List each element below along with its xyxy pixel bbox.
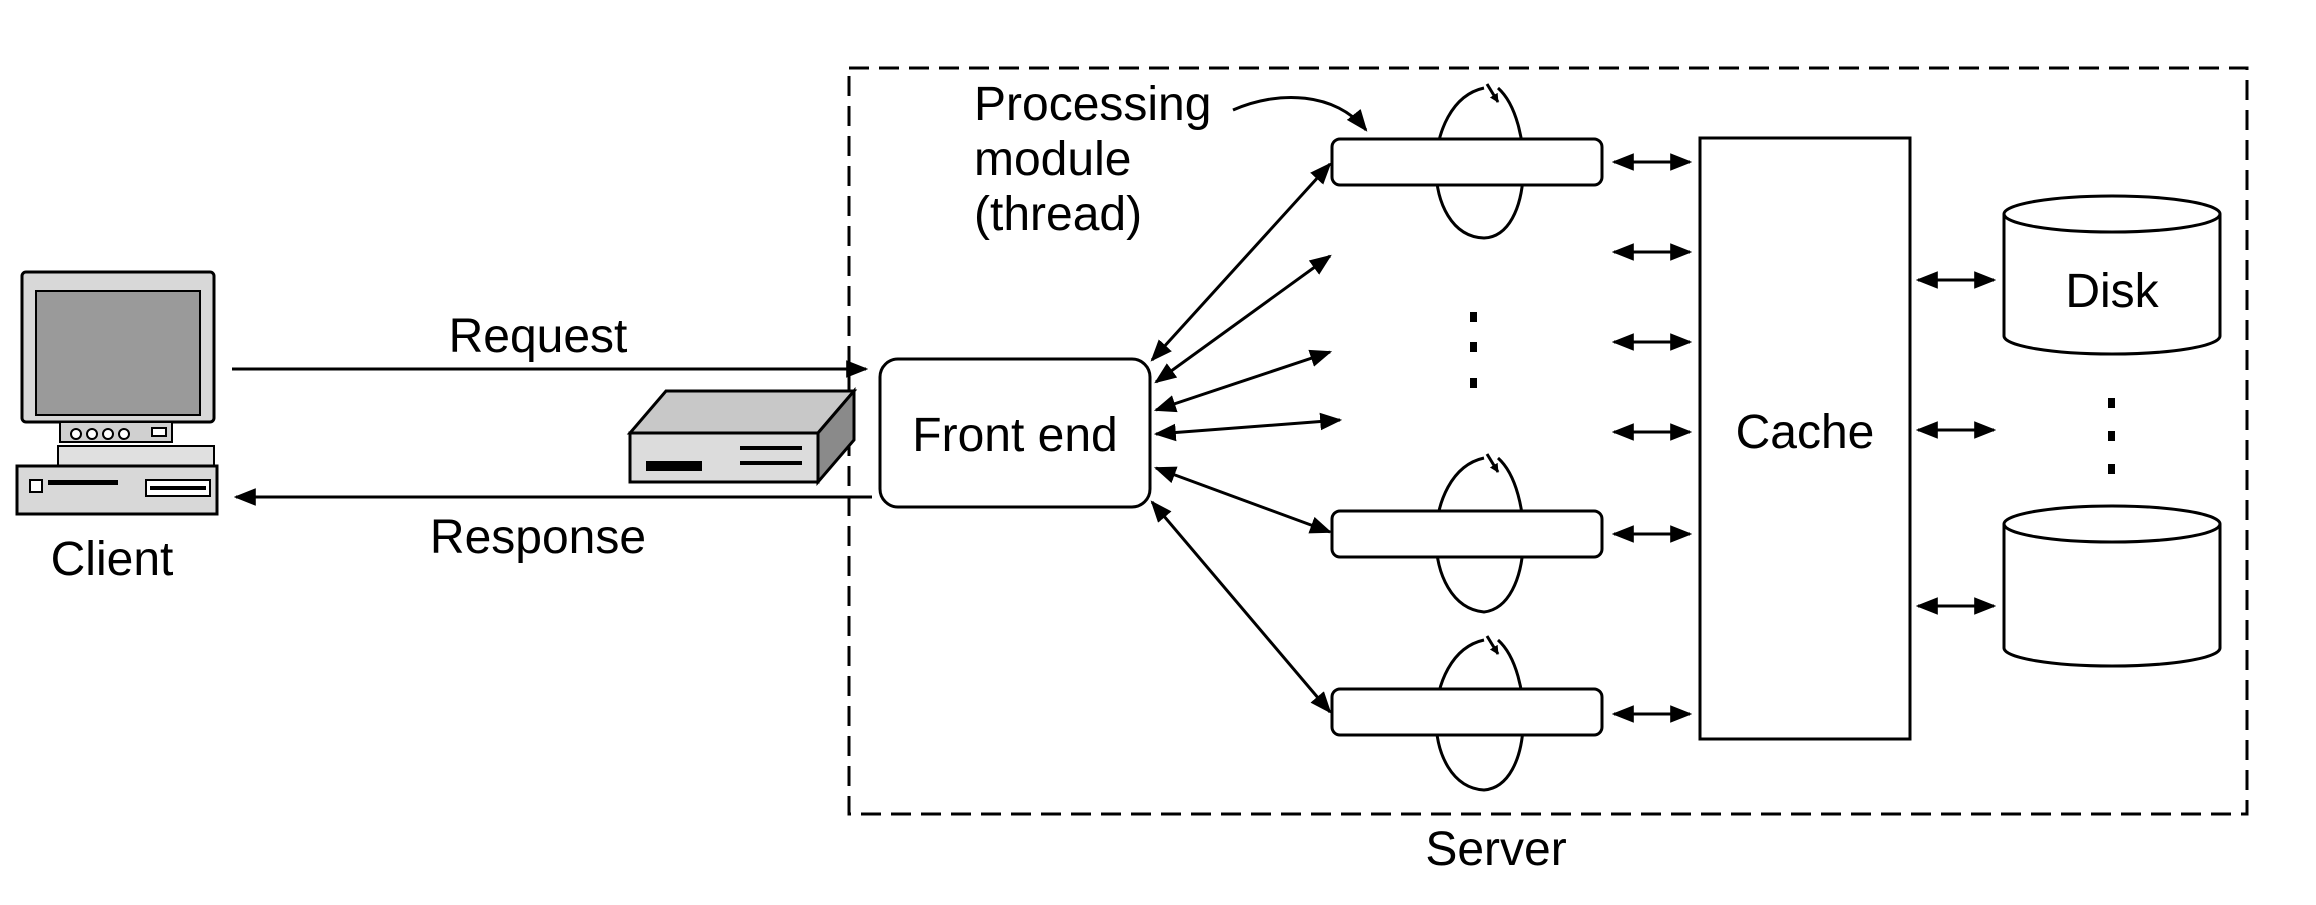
request-label: Request (449, 310, 628, 363)
server-label: Server (1425, 823, 1566, 876)
front-end-box (878, 357, 1152, 509)
processing-module-label: Processing module (thread) (974, 78, 1225, 241)
cache-label: Cache (1736, 406, 1875, 459)
processing-pointer-arrow (1232, 95, 1368, 132)
thread-cache-links (1611, 153, 1693, 723)
response-label: Response (430, 511, 646, 564)
client-computer-icon (15, 270, 219, 516)
thread-module-2 (1330, 453, 1604, 614)
processing-label-line3: (thread) (974, 188, 1142, 241)
disk-ellipsis (2108, 398, 2115, 474)
disk-cylinder-1 (2002, 194, 2222, 356)
processing-label-line2: module (974, 133, 1131, 186)
disk-cylinder-2 (2002, 504, 2222, 668)
thread-module-3 (1330, 635, 1604, 792)
frontend-thread-links (1150, 162, 1343, 714)
thread-ellipsis (1470, 312, 1477, 388)
front-end-label: Front end (912, 409, 1117, 462)
cache-box (1698, 136, 1912, 741)
thread-module-1 (1330, 83, 1604, 240)
processing-label-line1: Processing (974, 78, 1211, 131)
server-device-icon (626, 386, 858, 487)
client-label: Client (51, 533, 174, 586)
disk-label: Disk (2065, 265, 2159, 318)
cache-disk-links (1915, 271, 1997, 615)
